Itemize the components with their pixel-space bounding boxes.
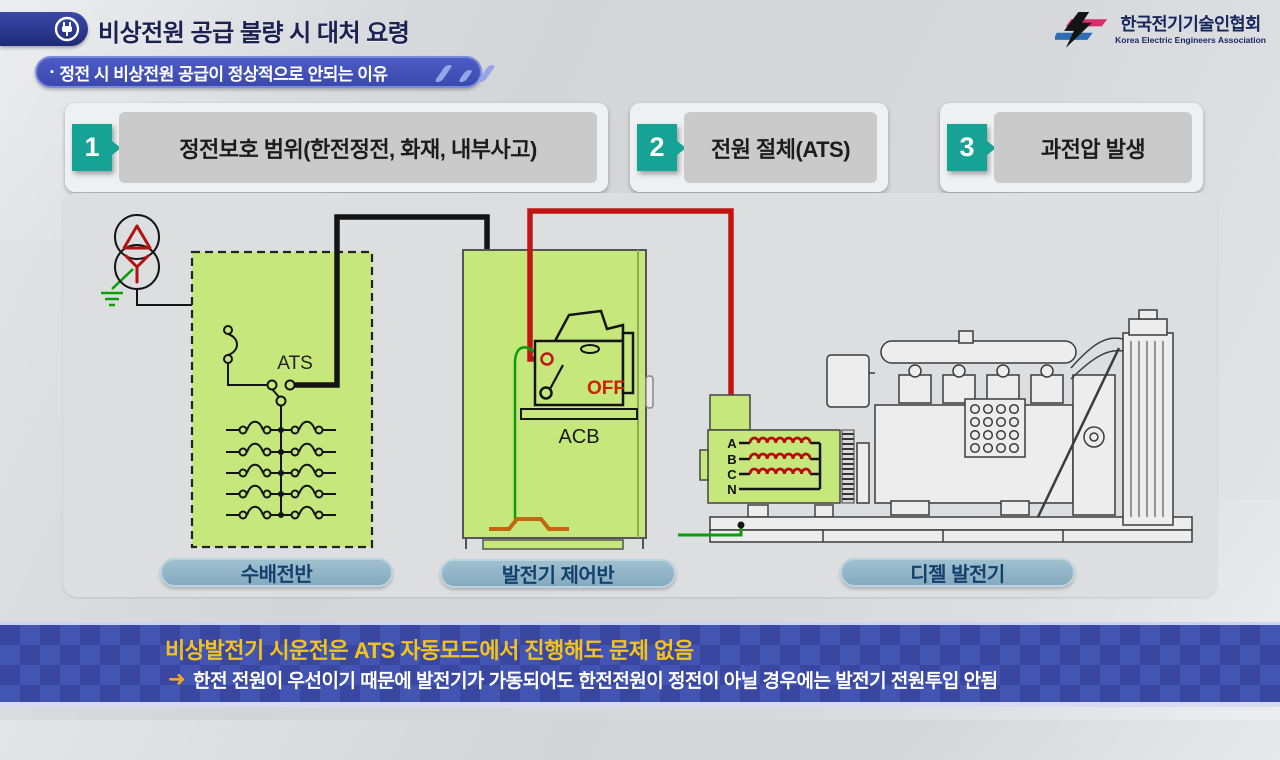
arrow-icon: ➜ xyxy=(168,668,186,691)
cabinet-handle xyxy=(645,375,654,409)
slash-decoration-icon xyxy=(434,65,453,82)
electrical-diagram: ATS xyxy=(101,208,1193,550)
exhaust-pipe xyxy=(880,340,1077,364)
flywheel-housing xyxy=(1072,374,1116,516)
stator-windings xyxy=(748,436,812,475)
acb-label: ACB xyxy=(558,426,599,448)
reason-card-3: 3 과전압 발생 xyxy=(940,103,1203,192)
association-logo-icon xyxy=(1055,12,1108,48)
caption-generator: 디젤 발전기 xyxy=(840,558,1075,587)
footer-detail-row: ➜ 한전 전원이 우선이기 때문에 발전기가 가동되어도 한전전원이 정전이 아… xyxy=(168,666,998,693)
phase-a-label: A xyxy=(727,436,737,451)
bullet-icon: ▪ xyxy=(50,66,54,78)
wye-winding-icon xyxy=(124,254,150,284)
caption-switchgear: 수배전반 xyxy=(160,558,393,587)
phase-c-label: C xyxy=(727,467,737,482)
acb-breaker: OFF ACB xyxy=(520,309,638,448)
acb-status-label: OFF xyxy=(587,378,625,399)
reason-card-1: 1 정전보호 범위(한전정전, 화재, 내부사고) xyxy=(65,103,608,192)
phase-n-label: N xyxy=(727,482,736,497)
phase-b-label: B xyxy=(727,452,736,467)
acb-red-terminal xyxy=(540,352,554,366)
title-badge xyxy=(0,12,88,46)
footer-detail: 한전 전원이 우선이기 때문에 발전기가 가동되어도 한전전원이 정전이 아닐 … xyxy=(193,671,998,692)
slash-decoration-icon xyxy=(457,70,474,82)
acb-black-terminal xyxy=(539,386,553,400)
plug-icon xyxy=(54,16,80,42)
association-name: 한국전기기술인협회 xyxy=(1120,14,1261,34)
reason-card-2: 2 전원 절체(ATS) xyxy=(630,103,888,192)
switchgear-panel: ATS xyxy=(190,250,374,549)
slash-decoration-icon xyxy=(477,65,496,82)
reason-number-badge: 3 xyxy=(947,124,996,171)
generator-terminal-box: A B C N xyxy=(699,394,855,518)
reason-label: 정전보호 범위(한전정전, 화재, 내부사고) xyxy=(119,112,597,183)
reason-label: 전원 절체(ATS) xyxy=(684,112,877,183)
intercooler xyxy=(964,398,1026,458)
reason-number-badge: 2 xyxy=(637,124,686,171)
footer-headline: 비상발전기 시운전은 ATS 자동모드에서 진행해도 문제 없음 xyxy=(165,638,694,663)
delta-winding-icon xyxy=(122,224,152,250)
ats-label: ATS xyxy=(277,353,313,374)
air-cleaner xyxy=(826,354,870,408)
association-logo: 한국전기기술인협회 Korea Electric Engineers Assoc… xyxy=(1055,10,1266,50)
reason-label: 과전압 발생 xyxy=(994,112,1192,183)
incoming-breaker-symbol xyxy=(223,325,267,386)
ground-icon xyxy=(101,291,123,307)
page-title: 비상전원 공급 불량 시 대처 요령 xyxy=(98,20,410,47)
footer-banner: 비상발전기 시운전은 ATS 자동모드에서 진행해도 문제 없음 ➜ 한전 전원… xyxy=(0,622,1280,707)
subtitle-text: 정전 시 비상전원 공급이 정상적으로 안되는 이유 xyxy=(59,64,388,84)
radiator-brace xyxy=(1036,347,1121,518)
subtitle-badge: ▪ 정전 시 비상전원 공급이 정상적으로 안되는 이유 xyxy=(35,56,496,88)
caption-control-panel: 발전기 제어반 xyxy=(440,559,676,588)
association-name-en: Korea Electric Engineers Association xyxy=(1115,34,1266,45)
diesel-generator-drawing xyxy=(709,309,1193,543)
reason-number-badge: 1 xyxy=(72,124,121,171)
one-line-diagram-panel: ATS xyxy=(63,193,1217,597)
cable-duct xyxy=(489,517,569,531)
generator-ground-wire xyxy=(678,521,745,537)
feeder-breakers xyxy=(226,420,336,520)
